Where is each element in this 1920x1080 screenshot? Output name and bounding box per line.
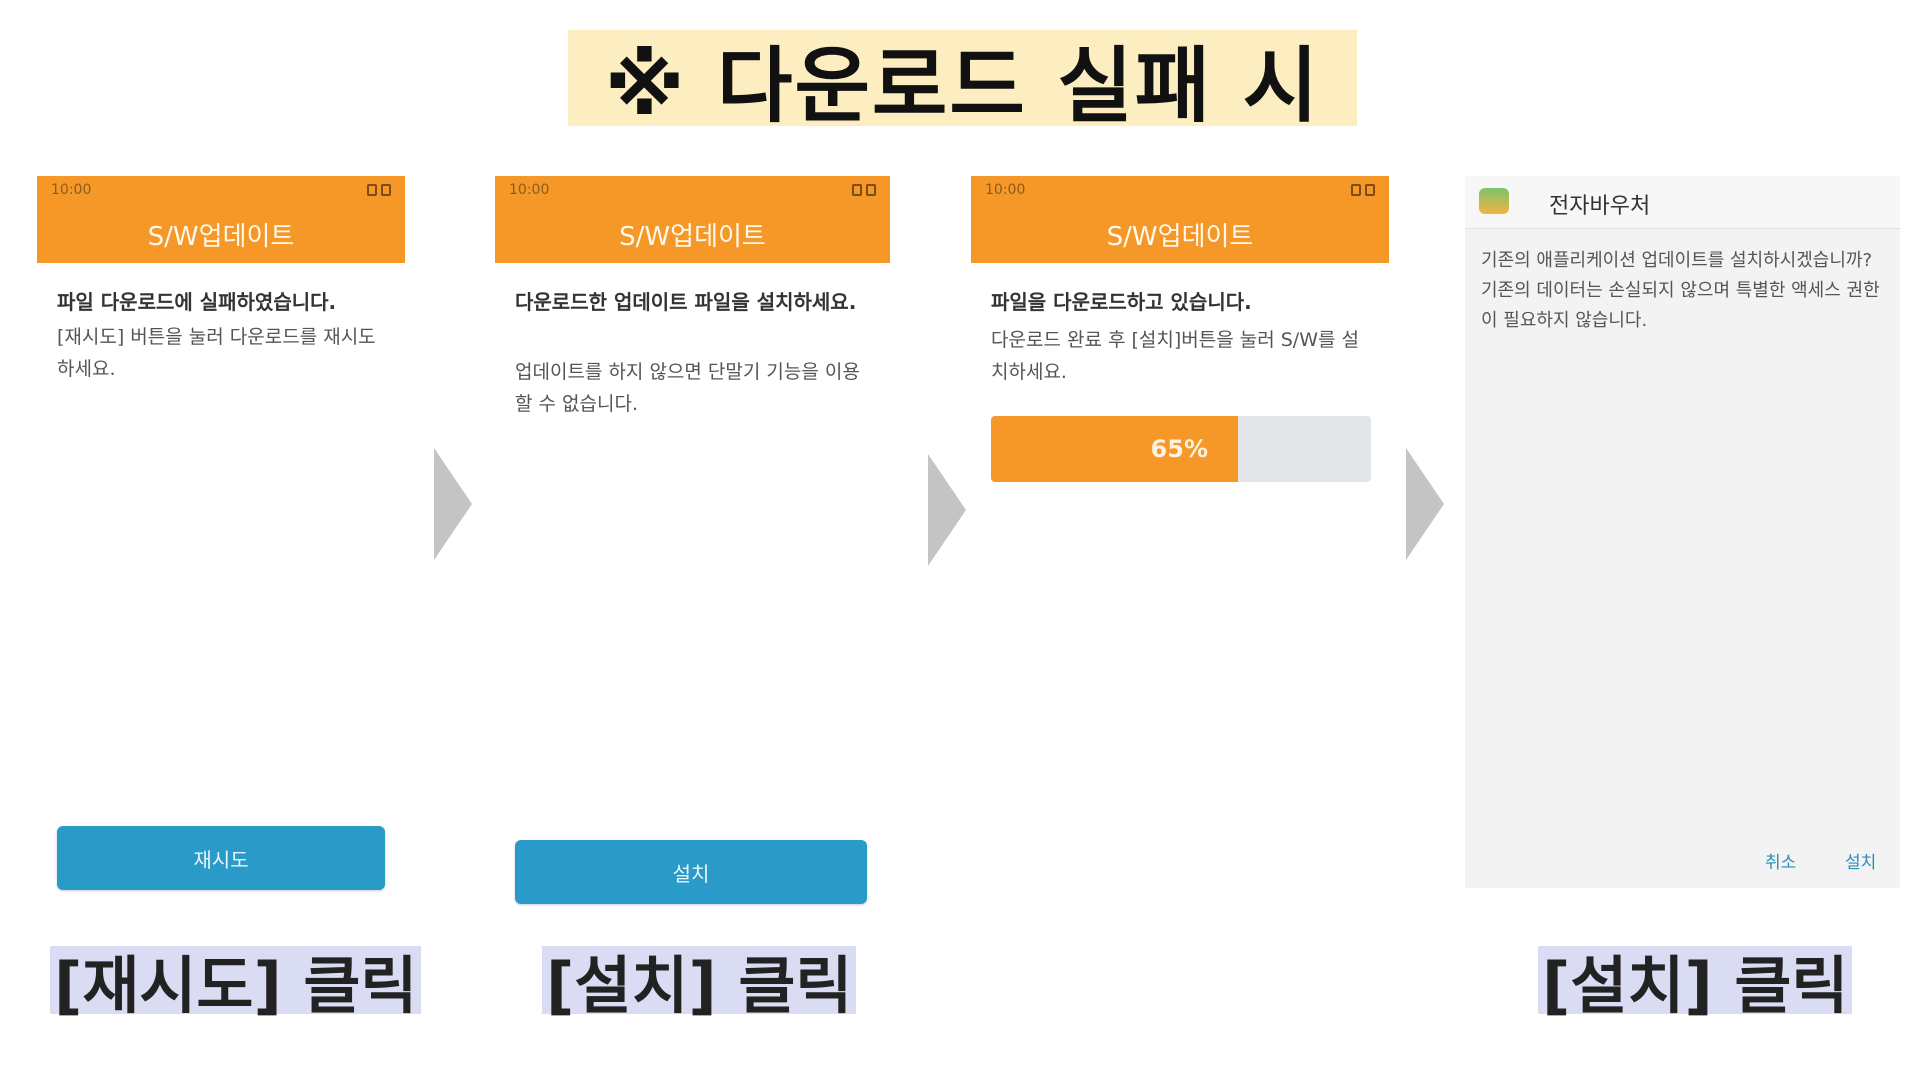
- message-body: [재시도] 버튼을 눌러 다운로드를 재시도하세요.: [57, 326, 376, 380]
- battery-icon: [381, 184, 391, 196]
- status-icons: [367, 184, 391, 196]
- install-button[interactable]: 설치: [1845, 853, 1877, 873]
- app-header: 10:00 S/W업데이트: [37, 176, 405, 263]
- message-body: 다운로드 완료 후 [설치]버튼을 눌러 S/W를 설치하세요.: [991, 329, 1359, 383]
- status-icons: [852, 184, 876, 196]
- sim-icon: [367, 184, 377, 196]
- caption-install-dialog: [설치] 클릭: [1538, 946, 1853, 1022]
- status-time: 10:00: [509, 182, 550, 198]
- cancel-button[interactable]: 취소: [1765, 853, 1797, 873]
- message-title: 파일을 다운로드하고 있습니다.: [991, 290, 1252, 314]
- dialog-message: 기존의 애플리케이션 업데이트를 설치하시겠습니까? 기존의 데이터는 손실되지…: [1481, 250, 1880, 331]
- sim-icon: [852, 184, 862, 196]
- status-time: 10:00: [985, 182, 1026, 198]
- phone-screen-retry: 10:00 S/W업데이트 파일 다운로드에 실패하였습니다. [재시도] 버튼…: [37, 176, 405, 896]
- dialog-header: 전자바우처: [1465, 176, 1900, 229]
- status-time: 10:00: [51, 182, 92, 198]
- app-icon: [1479, 188, 1509, 214]
- header-title: S/W업데이트: [619, 222, 766, 252]
- phone-screen-downloading: 10:00 S/W업데이트 파일을 다운로드하고 있습니다. 다운로드 완료 후…: [971, 176, 1389, 576]
- progress-label: 65%: [1150, 435, 1208, 463]
- install-button[interactable]: 설치: [515, 840, 867, 904]
- arrow-right-icon: [928, 454, 966, 566]
- sim-icon: [1351, 184, 1361, 196]
- page-title: ※ 다운로드 실패 시: [568, 30, 1357, 134]
- message-title: 다운로드한 업데이트 파일을 설치하세요.: [515, 290, 857, 314]
- header-title: S/W업데이트: [147, 222, 295, 252]
- status-icons: [1351, 184, 1375, 196]
- app-header: 10:00 S/W업데이트: [971, 176, 1389, 263]
- progress-fill: [991, 416, 1238, 482]
- caption-retry: [재시도] 클릭: [50, 946, 422, 1022]
- battery-icon: [866, 184, 876, 196]
- header-title: S/W업데이트: [1106, 222, 1254, 252]
- install-dialog: 전자바우처 기존의 애플리케이션 업데이트를 설치하시겠습니까? 기존의 데이터…: [1465, 176, 1900, 888]
- battery-icon: [1365, 184, 1375, 196]
- arrow-right-icon: [434, 448, 472, 560]
- arrow-right-icon: [1406, 448, 1444, 560]
- caption-install: [설치] 클릭: [542, 946, 857, 1022]
- dialog-title: 전자바우처: [1549, 194, 1651, 219]
- retry-button[interactable]: 재시도: [57, 826, 385, 890]
- app-header: 10:00 S/W업데이트: [495, 176, 890, 263]
- message-title: 파일 다운로드에 실패하였습니다.: [57, 290, 337, 314]
- message-body: 업데이트를 하지 않으면 단말기 기능을 이용할 수 없습니다.: [515, 361, 860, 415]
- download-progress-bar: 65%: [991, 416, 1371, 482]
- phone-screen-install: 10:00 S/W업데이트 다운로드한 업데이트 파일을 설치하세요. 업데이트…: [495, 176, 890, 906]
